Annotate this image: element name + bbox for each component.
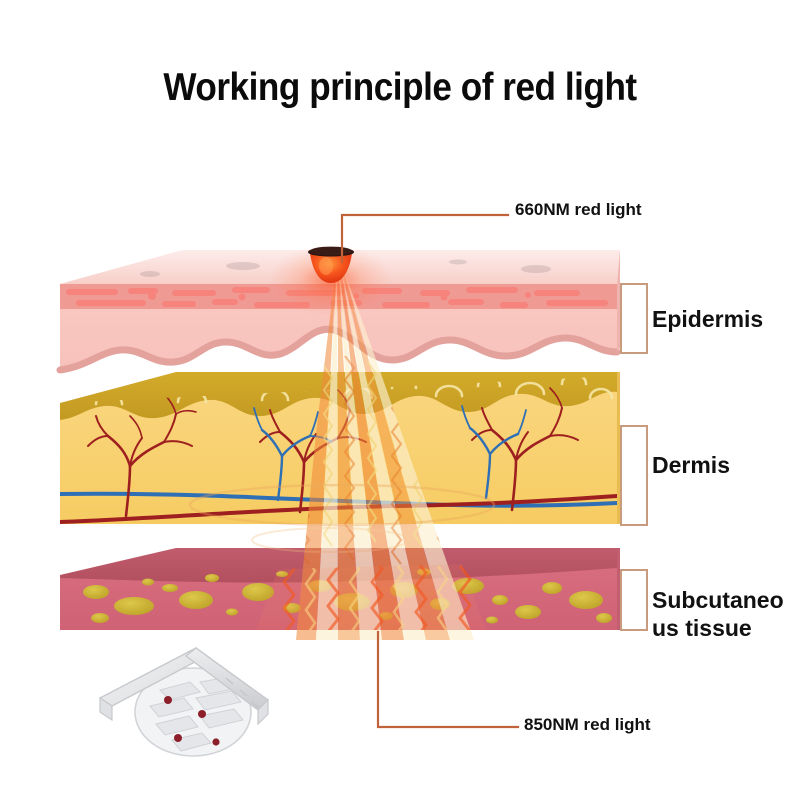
label-850nm: 850NM red light xyxy=(524,715,651,734)
leader-line-850 xyxy=(376,630,520,729)
page-title: Working principle of red light xyxy=(163,66,637,109)
label-epidermis: Epidermis xyxy=(652,306,764,332)
label-660nm: 660NM red light xyxy=(515,200,642,219)
blood-vessel-tree xyxy=(471,387,579,512)
led-panel-device-icon xyxy=(98,647,270,757)
blood-vessel-tree xyxy=(253,407,333,502)
device-led-dot xyxy=(164,696,220,746)
leader-lines xyxy=(340,213,520,729)
blood-vessel-tree xyxy=(87,393,197,518)
bracket-dermis xyxy=(620,425,648,526)
label-subcutaneous-line2: us tissue xyxy=(652,615,752,642)
dermal-vasculature xyxy=(60,387,617,524)
deep-penetration-zigzag xyxy=(256,560,486,630)
blood-vessel-tree xyxy=(461,405,527,500)
label-subcutaneous-line1: Subcutaneo xyxy=(652,587,784,613)
layer-brackets xyxy=(620,283,648,631)
led-dome-icon xyxy=(269,244,393,316)
leader-line-660 xyxy=(340,213,510,264)
bracket-subcutaneous xyxy=(620,569,648,631)
label-dermis: Dermis xyxy=(652,452,730,478)
bracket-epidermis xyxy=(620,283,648,354)
